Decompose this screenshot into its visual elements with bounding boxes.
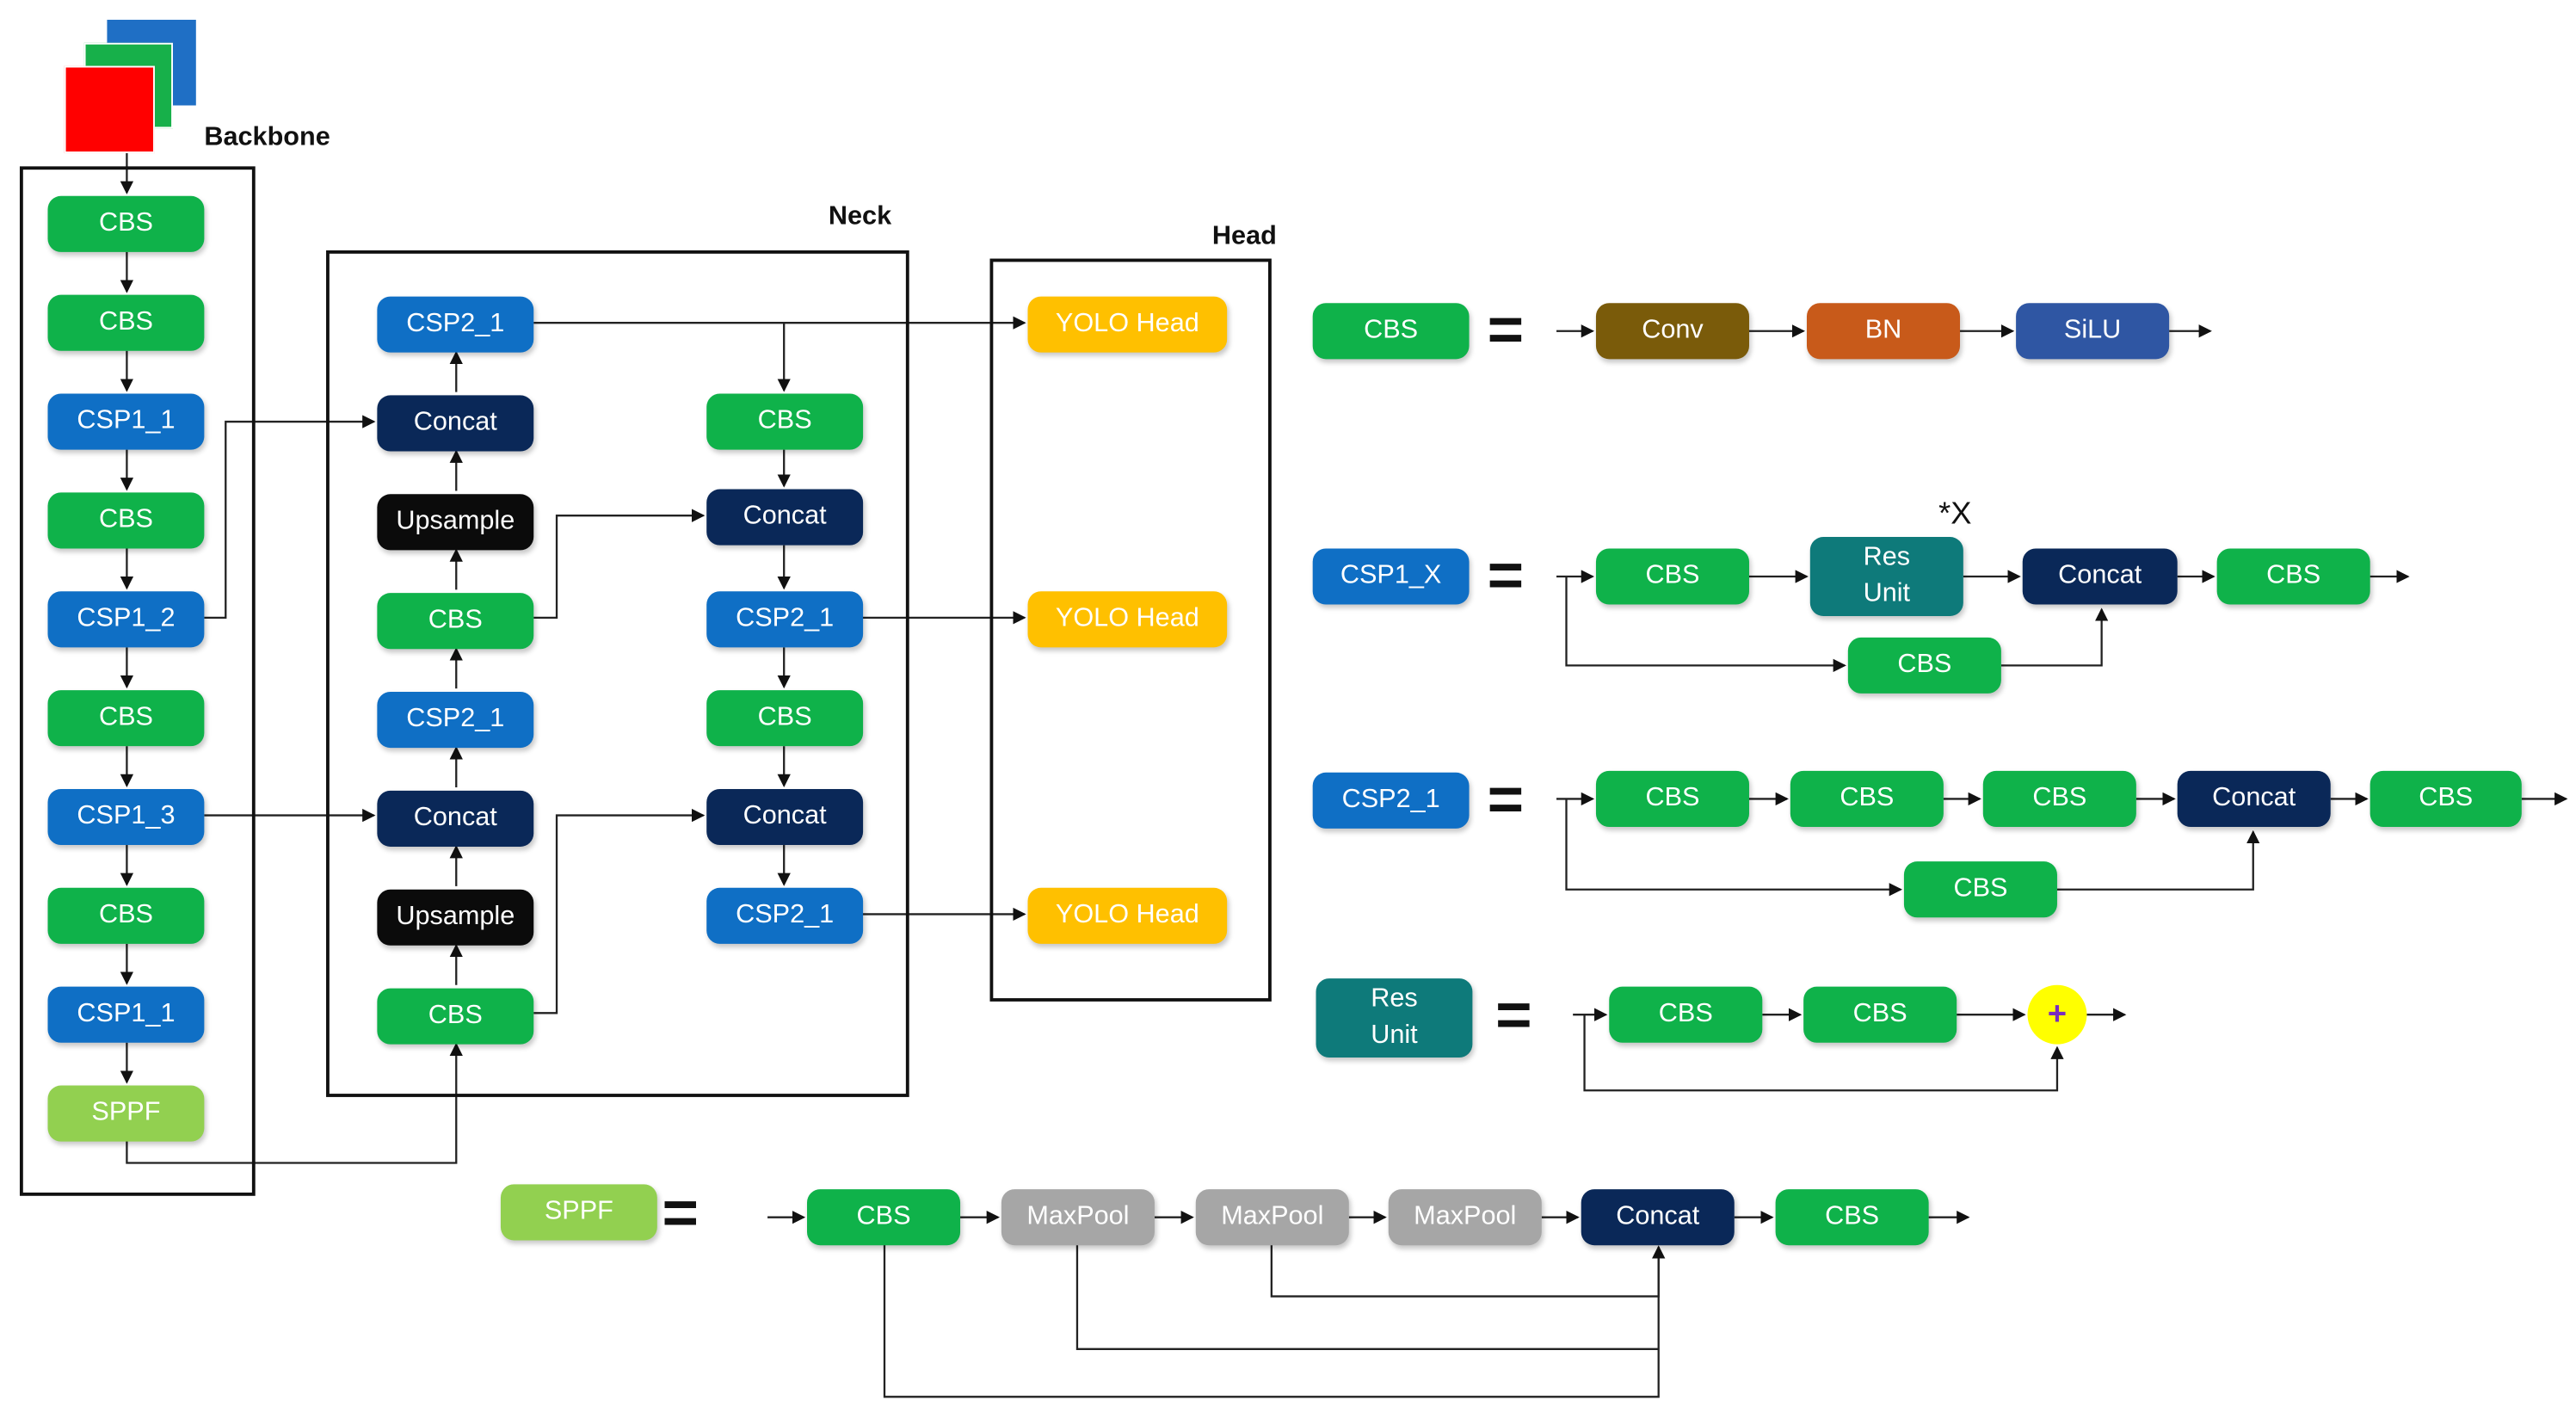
def-cbs-block: CBS [1312, 303, 1470, 360]
def-concat-block: Concat [2177, 770, 2331, 827]
backbone-csp1-1-block: CSP1_1 [47, 986, 205, 1043]
def-conv-block: Conv [1595, 303, 1749, 360]
backbone-cbs-block: CBS [47, 294, 205, 351]
neck-cbs-block: CBS [706, 393, 864, 450]
neck-concat-block: Concat [377, 790, 534, 847]
neck-upsample-block: Upsample [377, 889, 534, 946]
neck-csp2-1-block: CSP2_1 [706, 591, 864, 648]
head-frame [989, 258, 1272, 1002]
neck-cbs-block: CBS [377, 593, 534, 650]
def-cbs-block: CBS [1982, 770, 2136, 827]
backbone-csp1-2-block: CSP1_2 [47, 591, 205, 648]
neck-csp2-1-block: CSP2_1 [377, 692, 534, 749]
neck-concat-block: Concat [706, 489, 864, 546]
def-silu-block: SiLU [2016, 303, 2170, 360]
backbone-frame [19, 166, 256, 1196]
equals-sign: = [1487, 766, 1525, 836]
backbone-cbs-block: CBS [47, 887, 205, 944]
def-maxpool-block: MaxPool [1195, 1189, 1349, 1246]
def-cbs-block: CBS [1903, 861, 2057, 918]
head-title: Head [1211, 222, 1277, 250]
backbone-sppf-block: SPPF [47, 1085, 205, 1142]
def-cbs-block: CBS [1595, 770, 1749, 827]
neck-upsample-block: Upsample [377, 494, 534, 551]
neck-frame [326, 250, 909, 1097]
equals-sign: = [1487, 296, 1525, 366]
def-cbs-block: CBS [1595, 548, 1749, 605]
def-cbs-block: CBS [1609, 986, 1763, 1043]
def-cbs-block: CBS [2216, 548, 2370, 605]
def-cbs-block: CBS [2370, 770, 2522, 827]
yolo-head-block: YOLO Head [1027, 591, 1228, 648]
add-operation-icon: + [2027, 984, 2087, 1045]
input-image-icon-layer [64, 65, 155, 154]
equals-sign: = [1487, 541, 1525, 612]
equals-sign: = [662, 1179, 699, 1249]
def-res-unit-block: Res Unit [1809, 537, 1963, 616]
def-res-unit-block: Res Unit [1316, 978, 1473, 1058]
neck-title: Neck [828, 202, 892, 231]
def-bn-block: BN [1806, 303, 1961, 360]
def-maxpool-block: MaxPool [1001, 1189, 1155, 1246]
def-csp2-1-block: CSP2_1 [1312, 772, 1470, 829]
def-cbs-block: CBS [1775, 1189, 1929, 1246]
def-concat-block: Concat [1581, 1189, 1735, 1246]
yolo-head-block: YOLO Head [1027, 296, 1228, 353]
backbone-csp1-1-block: CSP1_1 [47, 393, 205, 450]
def-cbs-block: CBS [1847, 637, 2001, 694]
def-concat-block: Concat [2022, 548, 2178, 605]
def-cbs-block: CBS [1803, 986, 1957, 1043]
def-sppf-block: SPPF [500, 1184, 657, 1241]
neck-csp2-1-block: CSP2_1 [377, 296, 534, 353]
backbone-csp1-3-block: CSP1_3 [47, 788, 205, 846]
def-maxpool-block: MaxPool [1388, 1189, 1542, 1246]
backbone-cbs-block: CBS [47, 195, 205, 252]
yolo-head-block: YOLO Head [1027, 887, 1228, 944]
neck-concat-block: Concat [377, 395, 534, 452]
def-cbs-block: CBS [1790, 770, 1944, 827]
backbone-title: Backbone [204, 123, 330, 152]
neck-csp2-1-block: CSP2_1 [706, 887, 864, 944]
def-cbs-block: CBS [807, 1189, 961, 1246]
equals-sign: = [1495, 981, 1532, 1051]
neck-concat-block: Concat [706, 788, 864, 846]
def-csp1-x-block: CSP1_X [1312, 548, 1470, 605]
backbone-cbs-block: CBS [47, 690, 205, 747]
neck-cbs-block: CBS [706, 690, 864, 747]
neck-cbs-block: CBS [377, 988, 534, 1045]
backbone-cbs-block: CBS [47, 492, 205, 549]
repeat-marker: *X [1938, 497, 1972, 533]
